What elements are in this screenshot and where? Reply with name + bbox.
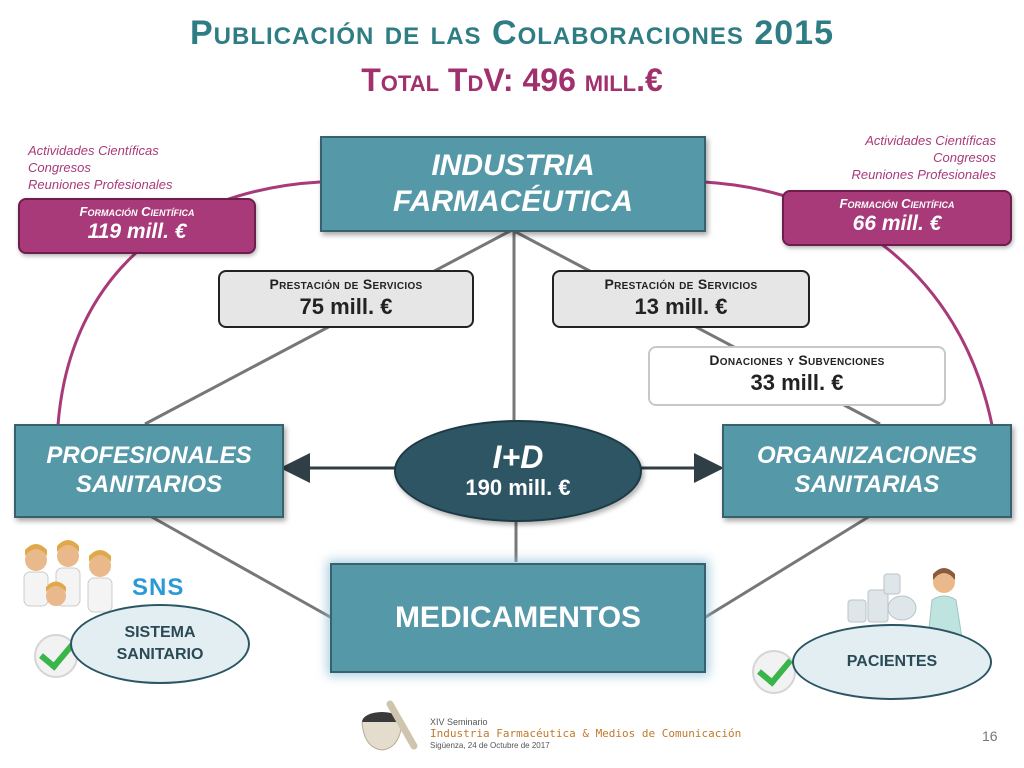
right-prestacion-box: Prestación de Servicios 13 mill. € bbox=[552, 270, 810, 328]
line-organizaciones-medicamentos bbox=[703, 514, 871, 620]
right-prestacion-value: 13 mill. € bbox=[634, 294, 728, 319]
donaciones-box: Donaciones y Subvenciones 33 mill. € bbox=[648, 346, 946, 406]
right-activities-list: Actividades Científicas Congresos Reunio… bbox=[851, 132, 996, 183]
left-formacion-box: Formación Científica 119 mill. € bbox=[18, 198, 256, 254]
left-activities-list: Actividades Científicas Congresos Reunio… bbox=[28, 142, 173, 193]
right-formacion-value: 66 mill. € bbox=[852, 212, 942, 235]
doctors-illustration bbox=[23, 540, 113, 613]
footer-place-date: Sigüenza, 24 de Octubre de 2017 bbox=[430, 741, 550, 750]
right-formacion-box: Formación Científica 66 mill. € bbox=[782, 190, 1012, 246]
line-profesionales-medicamentos bbox=[149, 514, 333, 620]
footer-seminar: XIV Seminario bbox=[430, 717, 488, 727]
node-profesionales-sanitarios: PROFESIONALES SANITARIOS bbox=[14, 424, 284, 518]
footer-event: Industria Farmacéutica & Medios de Comun… bbox=[430, 727, 742, 740]
node-profesionales-line2: SANITARIOS bbox=[75, 471, 223, 498]
node-profesionales-line1: PROFESIONALES bbox=[46, 442, 252, 470]
left-formacion-value: 119 mill. € bbox=[87, 220, 187, 243]
oval-sistema-line2: SANITARIO bbox=[116, 646, 204, 663]
slide-subtitle-total: Total TdV: 496 mill.€ bbox=[361, 62, 663, 98]
slide-title: Publicación de las Colaboraciones 2015 bbox=[190, 14, 834, 52]
node-id-value: 190 mill. € bbox=[465, 474, 571, 500]
node-medicamentos: MEDICAMENTOS bbox=[330, 563, 706, 673]
right-activity-item: Reuniones Profesionales bbox=[851, 167, 996, 182]
oval-pacientes-label: PACIENTES bbox=[846, 653, 938, 670]
right-arc bbox=[703, 180, 994, 426]
left-activity-item: Congresos bbox=[28, 160, 91, 175]
page-number: 16 bbox=[982, 728, 998, 744]
donaciones-label: Donaciones y Subvenciones bbox=[709, 352, 885, 368]
node-organizaciones-line1: ORGANIZACIONES bbox=[756, 442, 977, 470]
left-activity-item: Actividades Científicas bbox=[28, 143, 159, 158]
right-formacion-label: Formación Científica bbox=[839, 196, 955, 211]
donaciones-value: 33 mill. € bbox=[750, 370, 844, 395]
node-medicamentos-label: MEDICAMENTOS bbox=[394, 601, 642, 634]
right-activity-item: Congresos bbox=[933, 150, 996, 165]
sns-logo: SNS bbox=[132, 574, 185, 601]
node-industria-line2: FARMACÉUTICA bbox=[393, 185, 633, 218]
left-prestacion-box: Prestación de Servicios 75 mill. € bbox=[218, 270, 474, 328]
right-prestacion-label: Prestación de Servicios bbox=[604, 276, 758, 292]
right-activity-item: Actividades Científicas bbox=[865, 133, 996, 148]
left-formacion-label: Formación Científica bbox=[79, 204, 195, 219]
oval-sistema-sanitario: SISTEMA SANITARIO bbox=[70, 604, 250, 684]
node-industria-line1: INDUSTRIA bbox=[431, 149, 595, 182]
node-organizaciones-line2: SANITARIAS bbox=[794, 471, 940, 498]
node-organizaciones-sanitarias: ORGANIZACIONES SANITARIAS bbox=[722, 424, 1012, 518]
footer-mortar-logo bbox=[361, 700, 418, 751]
oval-pacientes: PACIENTES bbox=[792, 624, 992, 700]
node-id-label: I+D bbox=[492, 439, 544, 476]
left-prestacion-label: Prestación de Servicios bbox=[269, 276, 423, 292]
node-id-oval: I+D 190 mill. € bbox=[394, 420, 642, 522]
oval-sistema-line1: SISTEMA bbox=[124, 624, 196, 641]
footer-text-block: XIV Seminario Industria Farmacéutica & M… bbox=[430, 716, 741, 752]
left-activity-item: Reuniones Profesionales bbox=[28, 177, 173, 192]
left-prestacion-value: 75 mill. € bbox=[299, 294, 393, 319]
node-industria-farmaceutica: INDUSTRIA FARMACÉUTICA bbox=[320, 136, 706, 232]
